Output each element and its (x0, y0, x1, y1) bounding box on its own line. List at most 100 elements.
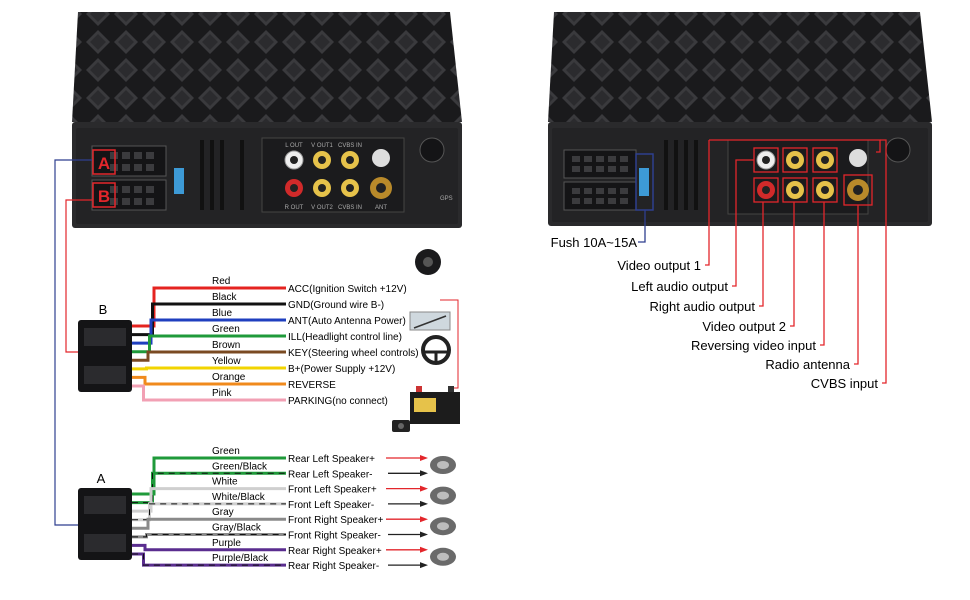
arrow-head-icon (420, 562, 428, 569)
connector-a-outline (92, 149, 116, 175)
wire-harness_a-3 (132, 502, 286, 522)
arrow-head-icon (420, 455, 428, 461)
wire-color-label: Green (212, 324, 240, 335)
wire-color-label: Orange (212, 372, 246, 383)
port-label: Reversing video input (691, 338, 816, 353)
panel-label-l-out: L OUT (285, 143, 303, 149)
port-callout-line (705, 140, 710, 266)
wire-color-label: Pink (212, 388, 232, 399)
wire-color-label: White (212, 477, 238, 488)
wire-function-label: Rear Left Speaker+ (288, 454, 375, 465)
gps-port (419, 137, 445, 163)
wire-harness_b-2 (132, 318, 286, 345)
battery-icon (410, 386, 460, 424)
wire-function-label: REVERSE (288, 380, 336, 391)
port-label: CVBS input (811, 376, 879, 391)
arrow-head-icon (420, 531, 428, 538)
port-label: Fush 10A~15A (551, 235, 638, 250)
speaker-cone (437, 491, 449, 500)
wire-color-label: Purple/Black (212, 553, 269, 564)
speaker-cone (437, 461, 449, 469)
wire-harness_b-4 (132, 350, 286, 362)
wire-color-label: Blue (212, 308, 232, 319)
rear-camera-icon (392, 420, 410, 432)
arrow-head-icon (420, 485, 428, 492)
callout-line-b (65, 199, 92, 353)
heatsink-top-right (548, 12, 932, 122)
panel-label-r-out: R OUT (285, 205, 304, 211)
wire-color-label: Yellow (212, 356, 241, 367)
wire-stripe-harness_a-3 (132, 503, 286, 521)
wire-color-label: Brown (212, 340, 240, 351)
wire-color-label: Red (212, 276, 230, 287)
wire-function-label: KEY(Steering wheel controls) (288, 348, 419, 359)
wire-harness_a-6 (132, 543, 286, 552)
arrow-head-icon (420, 516, 428, 523)
port-label: Video output 2 (702, 319, 786, 334)
port-callouts: Fush 10A~15A Video output 1 Left audio out… (551, 139, 887, 391)
wire-color-label: Green/Black (212, 461, 268, 472)
port-callout-line (732, 159, 754, 287)
port-callout-line (820, 202, 825, 346)
heatsink-top (72, 12, 462, 122)
panel-label-cvbs-in: CVBS IN (338, 143, 362, 149)
wire-function-label: ANT(Auto Antenna Power) (288, 316, 406, 327)
wire-color-label: Purple (212, 538, 241, 549)
wire-function-label: ILL(Headlight control line) (288, 332, 402, 343)
connector-b-socket-right (563, 181, 637, 211)
wire-harness_b-3 (132, 334, 286, 354)
wire-function-label: GND(Ground wire B-) (288, 300, 384, 311)
wire-color-label: White/Black (212, 492, 266, 503)
port-callout-line (790, 202, 795, 327)
wire-color-label: Gray/Black (212, 523, 262, 534)
rca-panel-right (727, 139, 869, 215)
connector-a-letter: A (98, 154, 110, 173)
port-label: Left audio output (631, 279, 728, 294)
arrow-head-icon (420, 500, 428, 507)
rca-panel-left (261, 137, 405, 213)
panel-label-v-out2: V OUT2 (311, 205, 333, 211)
panel-label-gps: GPS (440, 196, 453, 202)
wire-function-label: Front Right Speaker+ (288, 515, 383, 526)
wire-stripe-harness_a-5 (132, 534, 286, 538)
connector-b-outline (92, 182, 116, 208)
wire-harness_a-2 (132, 487, 286, 513)
port-label: Video output 1 (617, 258, 701, 273)
wire-harness_b-5 (132, 366, 286, 371)
panel-label-v-out1: V OUT1 (311, 143, 333, 149)
head-unit-left: A B L OUT V OUT1 CVBS IN R OUT V OUT2 CV… (72, 12, 462, 228)
wire-color-label: Green (212, 446, 240, 457)
arrow-head-icon (420, 470, 428, 477)
battery-callout-line (440, 299, 459, 389)
connector-a-socket-right (563, 149, 637, 179)
wire-function-label: Front Left Speaker+ (288, 485, 377, 496)
wire-color-label: Black (212, 292, 237, 303)
arrow-head-icon (420, 546, 428, 553)
head-unit-right (548, 12, 932, 226)
port-callout-line (638, 210, 646, 243)
port-label: Right audio output (649, 299, 755, 314)
port-highlight-frames (709, 139, 881, 206)
wire-function-label: Rear Right Speaker+ (288, 546, 382, 557)
callout-line-a (54, 159, 92, 526)
wire-function-label: B+(Power Supply +12V) (288, 364, 395, 375)
wire-harness_b-7 (132, 384, 286, 402)
fuse-right (639, 168, 649, 196)
speakers (386, 455, 456, 569)
wire-function-label: Front Left Speaker- (288, 500, 374, 511)
port-label: Radio antenna (765, 357, 850, 372)
harness-b-label: B (99, 302, 108, 317)
wire-function-label: ACC(Ignition Switch +12V) (288, 284, 407, 295)
fuse (174, 168, 184, 194)
wire-function-label: Front Right Speaker- (288, 531, 381, 542)
antenna-jack-icon (415, 249, 441, 275)
panel-label-ant: ANT (375, 205, 387, 211)
connector-b-letter: B (98, 187, 110, 206)
harness-a-label: A (97, 471, 106, 486)
speaker-cone (437, 552, 449, 561)
wire-color-label: Gray (212, 507, 234, 518)
speaker-cone (437, 522, 449, 531)
wire-function-label: PARKING(no connect) (288, 396, 388, 407)
wire-harness_a-4 (132, 517, 286, 530)
